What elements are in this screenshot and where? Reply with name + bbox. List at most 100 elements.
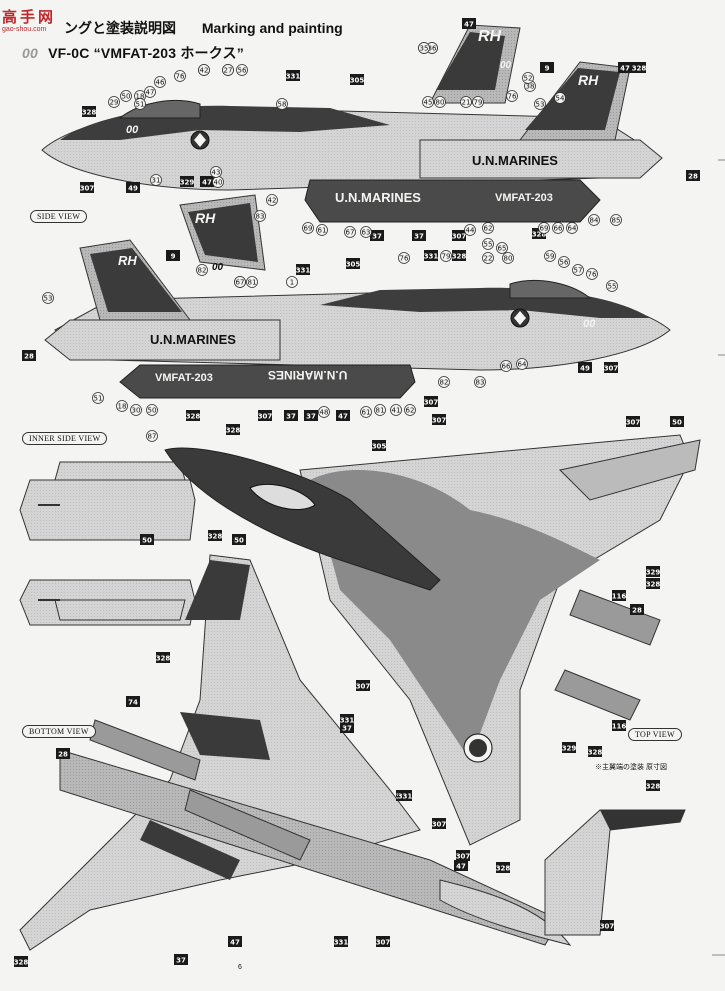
bottom-fuselage bbox=[59, 749, 561, 946]
canopy-upper bbox=[118, 99, 201, 119]
part-callout-square: 328 bbox=[226, 424, 241, 435]
part-callout-label: 328 bbox=[646, 783, 661, 791]
part-callout-label: 328 bbox=[14, 959, 29, 967]
part-callout-label: 307 bbox=[626, 419, 641, 427]
part-callout-square: 307 bbox=[376, 936, 390, 947]
part-callout-label: 328 bbox=[186, 413, 201, 421]
part-callout-square: 9 bbox=[166, 250, 180, 261]
part-callout-label: 86 bbox=[428, 45, 437, 53]
part-callout-circle: 67 bbox=[234, 276, 246, 288]
part-callout-label: 328 bbox=[532, 231, 547, 239]
part-callout-square: 47 bbox=[228, 936, 242, 947]
bottom-view bbox=[19, 554, 572, 951]
part-callout-label: 84 bbox=[590, 217, 599, 225]
part-callout-label: 37 bbox=[414, 233, 424, 241]
part-callout-circle: 55 bbox=[606, 280, 618, 292]
part-callout-square: 37 bbox=[284, 410, 298, 421]
engine-nacelle-lower bbox=[44, 319, 281, 361]
part-callout-square: 50 bbox=[232, 534, 246, 545]
part-callout-label: 81 bbox=[248, 279, 257, 287]
part-callout-square: 305 bbox=[350, 74, 364, 85]
part-callout-label: 80 bbox=[436, 99, 445, 107]
part-callout-square: 307 bbox=[424, 396, 438, 407]
part-callout-label: 37 bbox=[306, 413, 316, 421]
part-callout-square: 47 bbox=[454, 860, 468, 871]
part-callout-label: 331 bbox=[334, 939, 349, 947]
part-callout-label: 76 bbox=[400, 255, 409, 263]
part-callout-square: 328 bbox=[14, 956, 29, 967]
part-callout-circle: 45 bbox=[422, 96, 434, 108]
part-callout-square: 329 bbox=[180, 176, 194, 187]
part-callout-label: 56 bbox=[238, 67, 247, 75]
wing-tip-note: ※主翼端の塗装 原寸図 bbox=[595, 764, 667, 771]
part-callout-label: 79 bbox=[442, 253, 451, 261]
side-view-upper bbox=[41, 24, 663, 223]
part-callout-label: 55 bbox=[484, 241, 493, 249]
part-callout-label: 47 bbox=[464, 21, 474, 29]
part-callout-square: 307 bbox=[432, 818, 446, 829]
part-callout-circle: 83 bbox=[254, 210, 266, 222]
part-callout-square: 37 bbox=[340, 722, 354, 733]
part-callout-label: 52 bbox=[524, 75, 533, 83]
part-callout-square: 328 bbox=[496, 862, 510, 873]
part-callout-circle: 69 bbox=[302, 222, 314, 234]
side-view-lower bbox=[44, 194, 671, 399]
part-callout-circle: 82 bbox=[196, 264, 208, 276]
part-callout-circle: 76 bbox=[586, 268, 598, 280]
subtitle-text: VF-0C “VMFAT-203 ホークス” bbox=[48, 45, 244, 61]
part-callout-circle: 50 bbox=[120, 90, 132, 102]
part-callout-circle: 84 bbox=[588, 214, 600, 226]
marking-rh-fin: RH bbox=[478, 28, 502, 45]
part-callout-label: 328 bbox=[82, 109, 97, 117]
part-callout-circle: 76 bbox=[174, 70, 186, 82]
tail-fin-lower-dark bbox=[188, 203, 258, 262]
part-callout-square: 47 bbox=[200, 176, 214, 187]
part-callout-label: 328 bbox=[646, 581, 661, 589]
part-callout-circle: 51 bbox=[134, 98, 146, 110]
part-callout-label: 85 bbox=[612, 217, 621, 225]
part-callout-label: 328 bbox=[452, 253, 467, 261]
part-callout-square: 331 bbox=[286, 70, 300, 81]
part-callout-square: 307 bbox=[600, 920, 614, 931]
part-callout-square: 331 bbox=[398, 790, 412, 801]
part-callout-circle: 42 bbox=[266, 194, 278, 206]
part-callout-label: 30 bbox=[132, 407, 141, 415]
part-callout-label: 67 bbox=[236, 279, 245, 287]
part-callout-label: 83 bbox=[476, 379, 485, 387]
top-view-label: TOP VIEW bbox=[628, 728, 682, 741]
part-callout-circle: 64 bbox=[516, 358, 528, 370]
part-callout-label: 328 bbox=[156, 655, 171, 663]
part-callout-circle: 54 bbox=[554, 92, 566, 104]
part-callout-label: 328 bbox=[226, 427, 241, 435]
part-callout-circle: 76 bbox=[398, 252, 410, 264]
part-callout-label: 46 bbox=[156, 79, 165, 87]
part-callout-label: 79 bbox=[474, 99, 483, 107]
part-callout-label: 331 bbox=[340, 717, 355, 725]
part-callout-label: 80 bbox=[504, 255, 513, 263]
part-callout-square: 305 bbox=[372, 440, 386, 451]
part-callout-label: 47 bbox=[456, 863, 466, 871]
part-callout-label: 307 bbox=[604, 365, 619, 373]
part-callout-label: 28 bbox=[688, 173, 698, 181]
part-callout-square: 74 bbox=[126, 696, 140, 707]
engine-nacelle-upper bbox=[419, 139, 663, 179]
part-callout-label: 116 bbox=[612, 723, 627, 731]
part-callout-circle: 85 bbox=[610, 214, 622, 226]
part-callout-square: 28 bbox=[630, 604, 644, 615]
tail-fin-upper-dark bbox=[436, 32, 505, 90]
part-callout-square: 328 bbox=[156, 652, 171, 663]
part-callout-circle: 52 bbox=[522, 72, 534, 84]
part-callout-square: 328 bbox=[646, 780, 661, 791]
part-callout-label: 50 bbox=[672, 419, 682, 427]
part-callout-square: 307 bbox=[626, 416, 641, 427]
part-callout-circle: 66 bbox=[500, 360, 512, 372]
part-callout-label: 42 bbox=[268, 197, 277, 205]
part-callout-label: 44 bbox=[466, 227, 475, 235]
part-callout-label: 49 bbox=[128, 185, 138, 193]
title-jp: ングと塗装説明図 bbox=[64, 20, 176, 36]
part-callout-circle: 50 bbox=[146, 404, 158, 416]
part-callout-circle: 44 bbox=[464, 224, 476, 236]
part-callout-square: 37 bbox=[304, 410, 318, 421]
part-callout-square: 329 bbox=[646, 566, 660, 577]
